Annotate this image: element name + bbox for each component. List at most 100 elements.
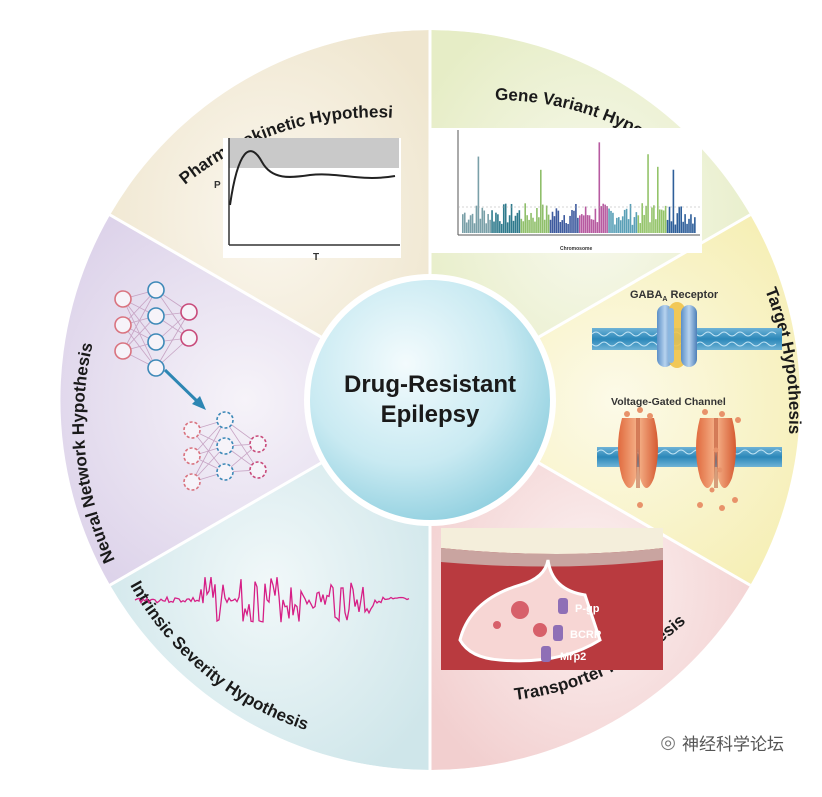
manhattan-bar [690,214,692,233]
manhattan-bar [469,215,472,233]
network-node [183,447,201,465]
manhattan-bar [612,212,614,233]
manhattan-bar [571,210,573,233]
network-node [183,473,201,491]
manhattan-bar [473,223,476,233]
cell-nucleus [511,601,529,619]
manhattan-bar [621,216,624,233]
pk-x-label: T [313,252,319,263]
watermark-text: 神经科学论坛 [682,735,784,755]
pk-plot: P T [214,138,401,263]
network-node [180,303,198,321]
gaba-receptor-icon [657,302,697,368]
network-node [216,463,234,481]
manhattan-bar [514,215,517,233]
manhattan-bar [487,214,489,233]
network-node [114,342,132,360]
manhattan-bar [676,213,679,233]
manhattan-bar [594,208,597,233]
manhattan-bar [475,205,478,233]
manhattan-bar [584,206,587,233]
manhattan-bar [635,212,638,233]
network-edge [122,289,157,352]
manhattan-bar [692,223,694,233]
manhattan-bar [666,219,669,233]
manhattan-x-label: Chromosome [560,246,592,252]
manhattan-bar [606,206,608,233]
manhattan-bar [658,209,661,233]
manhattan-bar [580,214,583,233]
manhattan-bar [582,215,585,233]
manhattan-bar [561,220,564,233]
manhattan-bar [602,203,604,233]
watermark: ◎ 神经科学论坛 [660,730,784,755]
manhattan-bar [633,217,636,233]
manhattan-bar [538,217,540,233]
network-node [183,421,201,439]
transporter-label-pgp: P-gp [575,603,600,615]
network-node [147,359,165,377]
network-node [216,437,234,455]
manhattan-bar [493,221,495,233]
manhattan-bar [510,203,513,233]
manhattan-bar [577,217,579,233]
manhattan-bar [672,169,675,233]
manhattan-bar [604,204,606,233]
manhattan-bar [660,209,663,233]
center-circle: Drug-Resistant Epilepsy [304,274,556,526]
manhattan-bar [499,221,501,233]
manhattan-bar [543,219,546,233]
manhattan-bar [629,203,632,233]
manhattan-bar [662,210,665,233]
manhattan-bar [536,207,538,233]
network-node [249,461,267,479]
network-edge [191,419,226,483]
manhattan-bar [618,217,620,233]
manhattan-bar [631,224,634,233]
manhattan-bar [600,206,603,233]
manhattan-bar [627,219,630,233]
channel-right-icon [696,418,736,488]
capillary-cell [458,559,602,663]
sector-target [430,215,800,585]
manhattan-bar [657,166,659,233]
manhattan-bar [557,210,560,233]
manhattan-bar [573,210,575,233]
manhattan-bar [512,220,515,233]
manhattan-bar [639,223,642,233]
manhattan-bar [485,223,487,233]
manhattan-bar [598,142,601,233]
manhattan-bar [614,224,616,233]
network-edge [191,419,226,457]
manhattan-bar [575,203,577,233]
gaba-receptor-label: GABAA Receptor [630,289,719,303]
ion-dots [624,407,741,511]
manhattan-bar [616,217,618,233]
manhattan-bar [465,222,468,233]
manhattan-bar [586,215,589,233]
manhattan-bar [596,222,599,233]
manhattan-bar [528,219,530,233]
network-node [114,290,132,308]
transporter-panel: P-gp BCRP Mrp2 [441,528,663,670]
manhattan-bar [610,210,612,233]
manhattan-bar [524,203,526,233]
manhattan-bar [608,208,610,233]
manhattan-bar [641,203,643,233]
voltage-gated-label: Voltage-Gated Channel [611,396,726,408]
manhattan-bar [680,206,682,233]
manhattan-bar [625,208,628,233]
center-title-line1: Drug-Resistant [344,371,516,398]
neural-network-pruned [183,411,267,491]
manhattan-bar [588,215,591,233]
manhattan-bar [668,206,671,233]
network-node [114,316,132,334]
manhattan-bar [526,215,528,233]
manhattan-bar [686,223,688,233]
manhattan-bar [481,207,484,233]
transporter-label-bcrp: BCRP [570,629,601,641]
manhattan-bar [694,217,696,233]
manhattan-bars [462,142,696,233]
manhattan-bar [553,216,556,233]
transporter-proteins-icon [541,598,568,662]
